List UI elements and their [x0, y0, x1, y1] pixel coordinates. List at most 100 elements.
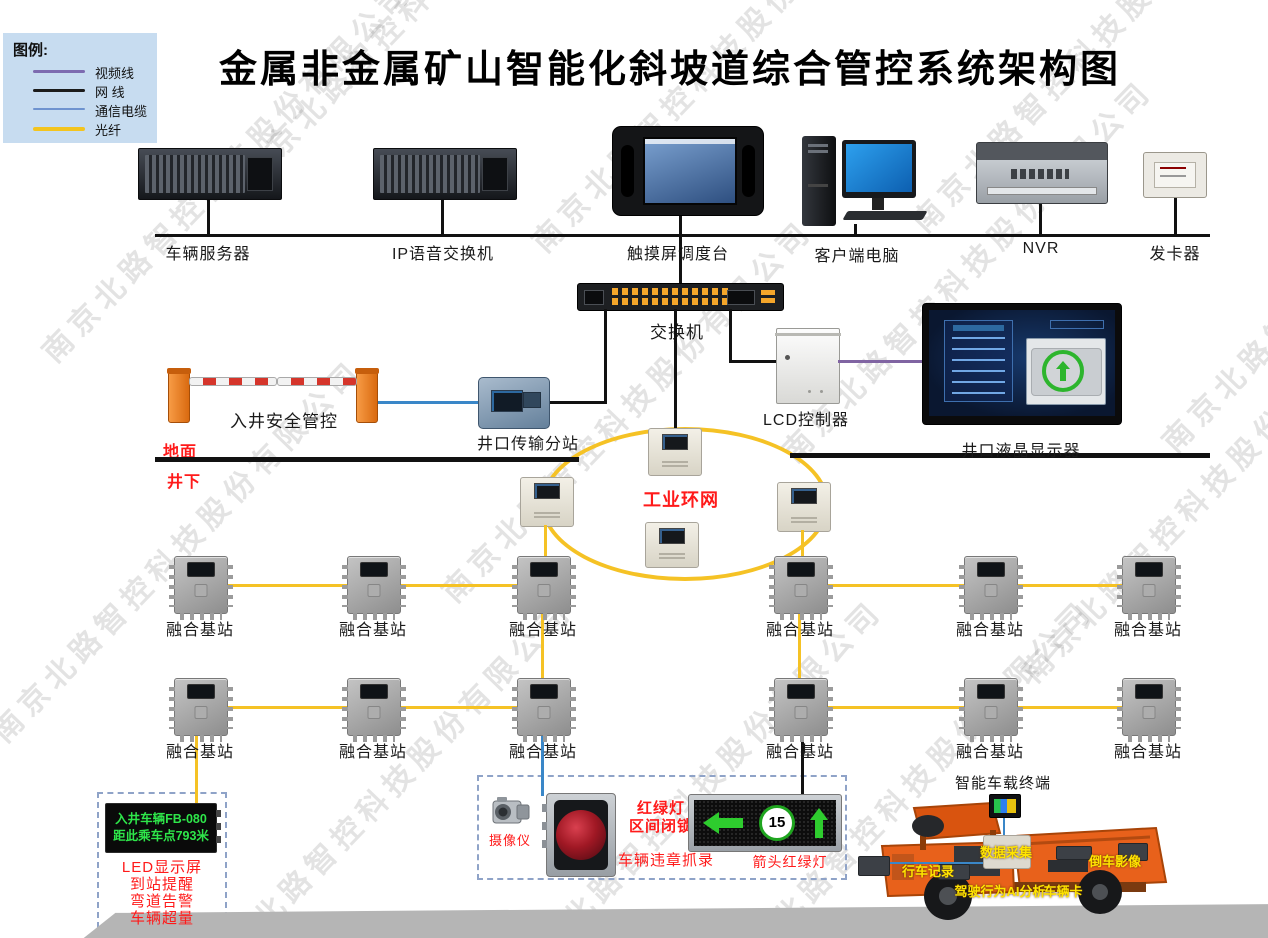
- console-handset-left: [621, 145, 634, 197]
- client-pc-keyboard: [842, 211, 928, 220]
- terminal-to-box-line: [1003, 816, 1005, 838]
- ring-right-fiber-drop: [801, 530, 804, 556]
- vehicle-terminal-screen: [989, 794, 1021, 818]
- barrier-arm-left: [189, 377, 277, 386]
- traffic-light-housing: [554, 800, 608, 870]
- server-stub-line: [207, 198, 210, 234]
- switch-to-substation-line-v: [604, 309, 607, 404]
- wellhead-substation-label: 井口传输分站: [476, 436, 580, 453]
- surface-zone-label: 地面: [162, 444, 198, 461]
- client-pc-label: 客户端电脑: [814, 248, 900, 265]
- led-note-2: 到站提醒: [129, 876, 195, 893]
- network-line-swatch: [33, 89, 85, 92]
- traffic-light-device: [542, 793, 616, 877]
- arrow-light-label: 箭头红绿灯: [752, 854, 828, 870]
- switch-to-ring-line: [674, 309, 677, 428]
- base-station-label: 融合基站: [955, 744, 1025, 761]
- pc-stub-line: [854, 224, 857, 234]
- network-drop-to-arrowlight: [801, 734, 804, 794]
- client-pc-tower: [802, 136, 836, 226]
- console-screen: [643, 137, 737, 205]
- fusion-base-station: [769, 678, 833, 742]
- client-pc-monitor: [842, 140, 916, 198]
- switch-power-socket: [584, 290, 604, 305]
- video-line-swatch: [33, 70, 85, 73]
- fiber-link: [1016, 706, 1122, 709]
- fusion-base-station: [959, 678, 1023, 742]
- base-station-label: 融合基站: [1113, 622, 1183, 639]
- fusion-base-station: [769, 556, 833, 620]
- light-lock-label-1: 红绿灯: [636, 800, 686, 817]
- card-dispenser-device: [1143, 152, 1207, 198]
- switch-ports: [612, 288, 728, 306]
- comm-line-swatch: [33, 108, 85, 110]
- led-note-3: 弯道告警: [129, 893, 195, 910]
- switch-to-substation-line-h: [547, 401, 607, 404]
- fusion-base-station: [1117, 678, 1181, 742]
- fiber-line-swatch: [33, 127, 85, 131]
- lcd-controller-label: LCD控制器: [762, 412, 850, 429]
- page-title: 金属非金属矿山智能化斜坡道综合管控系统架构图: [218, 49, 1121, 91]
- dashcam-device: [858, 856, 890, 876]
- console-to-switch-line: [679, 214, 682, 283]
- switch-console-port: [727, 290, 755, 305]
- camera-icon: [487, 797, 533, 834]
- display-info-rows: [951, 336, 1006, 395]
- touchscreen-console-label: 触摸屏调度台: [626, 246, 730, 263]
- base-station-label: 融合基站: [165, 744, 235, 761]
- nvr-stub-line: [1039, 202, 1042, 234]
- ip-voice-switch-label: IP语音交换机: [391, 246, 495, 263]
- fusion-base-station: [959, 556, 1023, 620]
- led-note-4: 车辆超量: [129, 910, 195, 927]
- console-handset-right: [742, 145, 755, 197]
- display-go-arrow-icon: [1041, 350, 1084, 393]
- ip-voice-switch-device: [373, 148, 517, 200]
- vehicle-card-label: 车辆卡: [1043, 884, 1083, 899]
- card-stub-line: [1174, 196, 1177, 234]
- switch-to-lcdctrl-line-h: [729, 360, 777, 363]
- fusion-base-station: [342, 556, 406, 620]
- led-note-1: LED显示屏: [121, 859, 203, 876]
- legend-label: 光纤: [95, 123, 122, 138]
- barrier-arm-right: [277, 377, 357, 386]
- light-lock-label-2: 区间闭锁: [628, 818, 694, 835]
- legend-label: 网 线: [95, 85, 125, 100]
- fiber-link: [826, 584, 964, 587]
- led-sign-line2: 距此乘车点793米: [113, 829, 209, 843]
- fusion-base-station: [169, 678, 233, 742]
- legend: 图例: 视频线 网 线 通信电缆 光纤: [3, 33, 157, 143]
- violation-zone-box: [477, 775, 847, 880]
- divider-line-right: [790, 453, 1210, 458]
- fusion-base-station: [512, 678, 576, 742]
- fusion-base-station: [169, 556, 233, 620]
- fiber-link: [399, 584, 517, 587]
- legend-title: 图例:: [13, 42, 48, 59]
- ring-switch-right: [777, 482, 831, 532]
- industrial-ring-label: 工业环网: [643, 490, 719, 510]
- comm-drop-to-trafficlight: [541, 734, 544, 796]
- ring-switch-left: [520, 477, 574, 527]
- nvr-device: [976, 142, 1108, 204]
- ring-switch-bottom: [645, 522, 699, 568]
- fiber-link: [399, 706, 517, 709]
- display-screen: [929, 310, 1115, 416]
- wellhead-substation-device: [478, 377, 550, 429]
- barrier-post-left: [167, 368, 191, 423]
- base-station-label: 融合基站: [765, 622, 835, 639]
- core-switch-label: 交换机: [650, 323, 704, 342]
- vehicle-server-device: [138, 148, 282, 200]
- legend-item-video: 视频线: [3, 63, 157, 81]
- display-info-panel: [943, 319, 1013, 403]
- divider-line-left: [155, 457, 579, 462]
- legend-label: 通信电缆: [95, 104, 148, 119]
- speed-limit-sign: 15: [758, 805, 795, 841]
- voice-switch-stub-line: [441, 198, 444, 234]
- lcd-controller-device: [775, 328, 841, 404]
- dashcam-label: 行车记录: [901, 864, 955, 879]
- base-station-label: 融合基站: [765, 744, 835, 761]
- traffic-light-red-lamp: [556, 810, 606, 860]
- fusion-base-station: [512, 556, 576, 620]
- led-sign-line1: 入井车辆FB-080: [115, 812, 207, 826]
- fiber-link: [226, 706, 347, 709]
- vehicle-server-label: 车辆服务器: [165, 246, 251, 263]
